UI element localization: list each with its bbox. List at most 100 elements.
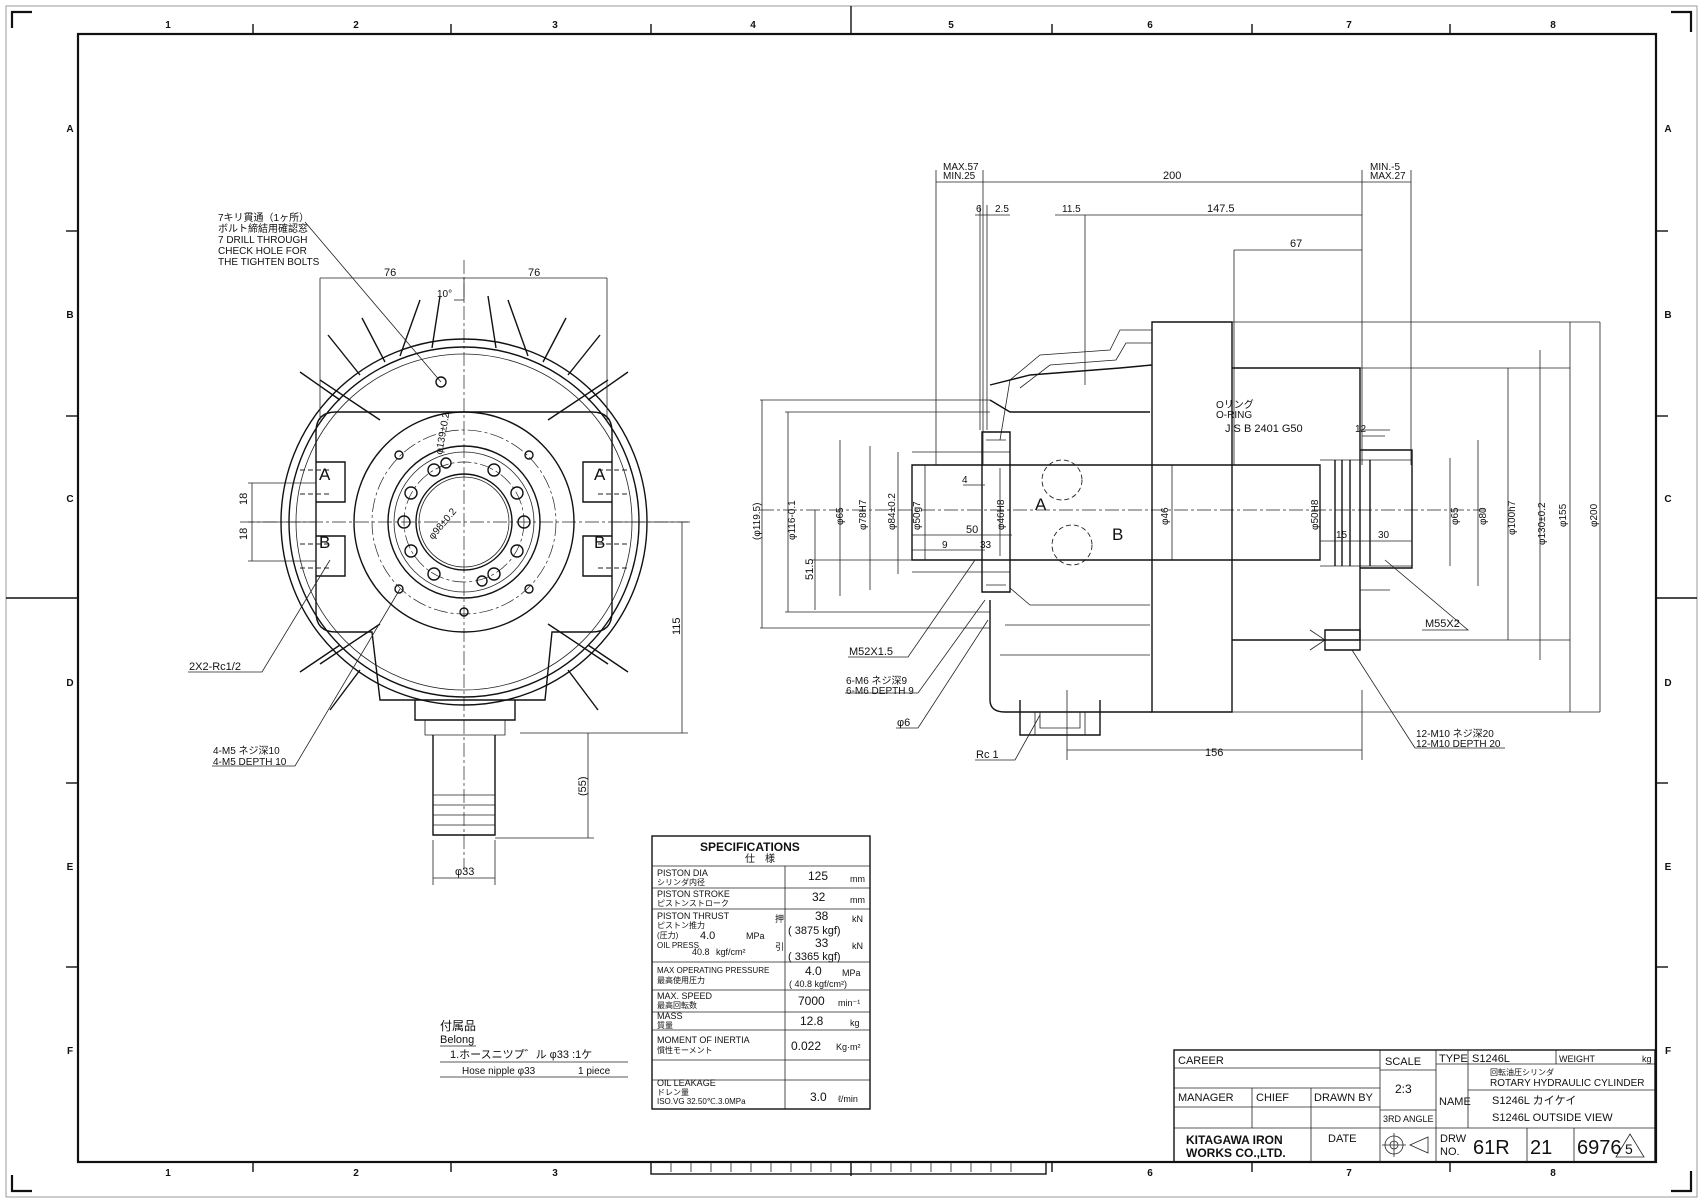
specifications-table: SPECIFICATIONS 仕 様 PISTON DIA シリンダ内径 125… bbox=[651, 835, 871, 1110]
spec-piston-stroke-label: PISTON STROKE bbox=[657, 889, 730, 899]
side-dim-156: 156 bbox=[1205, 747, 1223, 759]
title-career: CAREER bbox=[1178, 1055, 1224, 1067]
spec-leakage-label-jp: ドレン量 bbox=[657, 1088, 689, 1097]
drawing-frame: 1 2 3 4 5 6 7 8 1 2 3 6 7 8 A B C D E F … bbox=[5, 5, 1698, 1198]
spec-max-speed-value: 7000 bbox=[798, 994, 825, 1008]
title-name-label: NAME bbox=[1439, 1096, 1471, 1108]
row-label-c: C bbox=[66, 494, 73, 505]
row-label-b: B bbox=[66, 310, 73, 321]
col-label-7: 7 bbox=[1346, 20, 1352, 31]
side-port-a: A bbox=[1035, 495, 1047, 514]
title-projection: 3RD ANGLE bbox=[1383, 1114, 1434, 1124]
spec-inertia-unit: Kg·m² bbox=[836, 1042, 861, 1052]
spec-thrust-pressure-unit: MPa bbox=[746, 931, 765, 941]
side-dia-84: φ84±0.2 bbox=[887, 493, 898, 530]
side-dim-147-5: 147.5 bbox=[1207, 203, 1235, 215]
row-label-f: F bbox=[67, 1046, 73, 1057]
side-m55: M55X2 bbox=[1425, 618, 1460, 630]
spec-thrust-push-kn: 38 bbox=[815, 909, 829, 923]
side-dia-200: φ200 bbox=[1589, 503, 1600, 527]
side-dia-6: φ6 bbox=[897, 717, 910, 729]
row-label-f-right: F bbox=[1665, 1046, 1671, 1057]
col-label-3-bottom: 3 bbox=[552, 1168, 558, 1179]
front-dim-18-top: 18 bbox=[238, 493, 250, 505]
col-label-1-bottom: 1 bbox=[165, 1168, 171, 1179]
spec-max-pressure-label-jp: 最高使用圧力 bbox=[657, 975, 705, 985]
side-m6-en: 6-M6 DEPTH 9 bbox=[846, 686, 914, 697]
col-label-3: 3 bbox=[552, 20, 558, 31]
side-oring-en: O-RING bbox=[1216, 410, 1252, 421]
spec-max-speed-unit: min⁻¹ bbox=[838, 998, 860, 1008]
side-dim-2-5: 2.5 bbox=[995, 204, 1009, 215]
side-m10-jp: 12-M10 ネジ深20 bbox=[1416, 728, 1494, 740]
spec-max-pressure-unit: MPa bbox=[842, 968, 861, 978]
spec-thrust-pressure: 4.0 bbox=[700, 930, 715, 942]
col-label-2-bottom: 2 bbox=[353, 1168, 359, 1179]
spec-max-pressure-value: 4.0 bbox=[805, 964, 822, 978]
accessory-item-en: Hose nipple φ33 bbox=[462, 1066, 536, 1077]
side-max27: MAX.27 bbox=[1370, 171, 1406, 182]
title-chief: CHIEF bbox=[1256, 1092, 1289, 1104]
accessory-note: 付属品 Belong 1.ホースニツプ゛ル φ33 :1ケ Hose nippl… bbox=[440, 1019, 628, 1078]
spec-thrust-push-kn-unit: kN bbox=[852, 914, 863, 924]
side-dim-67: 67 bbox=[1290, 238, 1302, 250]
title-manager: MANAGER bbox=[1178, 1092, 1234, 1104]
title-drw-a: 61R bbox=[1473, 1137, 1510, 1159]
svg-text:ボルト締結用確認窓: ボルト締結用確認窓 bbox=[218, 222, 308, 235]
spec-mass-value: 12.8 bbox=[800, 1014, 824, 1028]
title-drawn-by: DRAWN BY bbox=[1314, 1092, 1374, 1104]
side-view: MAX.57 MIN.25 200 MIN.-5 MAX.27 6 2.5 11… bbox=[752, 162, 1601, 761]
side-dia-116: φ116-0.1 bbox=[787, 500, 798, 540]
front-angle-10: 10° bbox=[437, 289, 452, 300]
revision-triangle-icon bbox=[1615, 1133, 1645, 1158]
side-dim-200: 200 bbox=[1163, 170, 1181, 182]
side-dia-50g7: φ50g7 bbox=[912, 501, 923, 530]
side-dim-9: 9 bbox=[942, 540, 948, 551]
spec-thrust-pressure-label: (圧力) bbox=[657, 930, 679, 940]
title-company-2: WORKS CO.,LTD. bbox=[1186, 1146, 1286, 1160]
side-dia-130: φ130±0.2 bbox=[1537, 502, 1548, 545]
side-dim-6: 6 bbox=[976, 204, 982, 215]
front-port-a-left: A bbox=[319, 465, 331, 484]
side-oring-jp: Oリング bbox=[1216, 398, 1254, 411]
side-dia-78: φ78H7 bbox=[858, 499, 869, 530]
accessory-line-jp: 1.ホースニツプ゛ル φ33 :1ケ bbox=[450, 1048, 592, 1061]
title-scale-label: SCALE bbox=[1385, 1056, 1421, 1068]
row-label-d: D bbox=[66, 678, 73, 689]
spec-thrust-label-jp: ピストン推力 bbox=[657, 920, 705, 930]
title-scale-value: 2:3 bbox=[1395, 1082, 1412, 1096]
side-m6-jp: 6-M6 ネジ深9 bbox=[846, 675, 908, 687]
side-dim-15: 15 bbox=[1336, 530, 1348, 541]
front-port-b-left: B bbox=[319, 533, 330, 552]
spec-title-jp: 仕 様 bbox=[745, 852, 775, 865]
spec-thrust-push-mark: 押 bbox=[775, 913, 784, 924]
accessory-subtitle: Belong bbox=[440, 1034, 474, 1046]
side-dia-46: φ46 bbox=[1160, 507, 1171, 525]
col-label-2: 2 bbox=[353, 20, 359, 31]
spec-thrust-pull-kn-unit: kN bbox=[852, 941, 863, 951]
side-port-b: B bbox=[1112, 525, 1123, 544]
port-note-rc: 2X2-Rc1/2 bbox=[189, 661, 241, 673]
side-m10-en: 12-M10 DEPTH 20 bbox=[1416, 739, 1501, 750]
spec-piston-dia-label: PISTON DIA bbox=[657, 868, 708, 878]
title-name-line1: S1246L カイケイ bbox=[1492, 1094, 1576, 1107]
spec-max-speed-label: MAX. SPEED bbox=[657, 991, 713, 1001]
title-company-1: KITAGAWA IRON bbox=[1186, 1133, 1283, 1147]
side-dim-50: 50 bbox=[966, 524, 978, 536]
front-port-b-right: B bbox=[594, 533, 605, 552]
col-label-7-bottom: 7 bbox=[1346, 1168, 1352, 1179]
col-label-4: 4 bbox=[750, 20, 756, 31]
front-dim-115: 115 bbox=[671, 617, 683, 635]
side-m52: M52X1.5 bbox=[849, 646, 893, 658]
spec-mass-unit: kg bbox=[850, 1018, 860, 1028]
side-dim-30: 30 bbox=[1378, 530, 1390, 541]
row-label-c-right: C bbox=[1664, 494, 1671, 505]
col-label-8: 8 bbox=[1550, 20, 1556, 31]
side-dim-51-5: 51.5 bbox=[804, 559, 816, 580]
spec-leakage-value: 3.0 bbox=[810, 1090, 827, 1104]
title-revision: 5 bbox=[1625, 1141, 1633, 1157]
side-dim-33: 33 bbox=[980, 540, 992, 551]
title-type-value: S1246L bbox=[1472, 1053, 1510, 1065]
spec-leakage-label: OIL LEAKAGE bbox=[657, 1078, 716, 1088]
